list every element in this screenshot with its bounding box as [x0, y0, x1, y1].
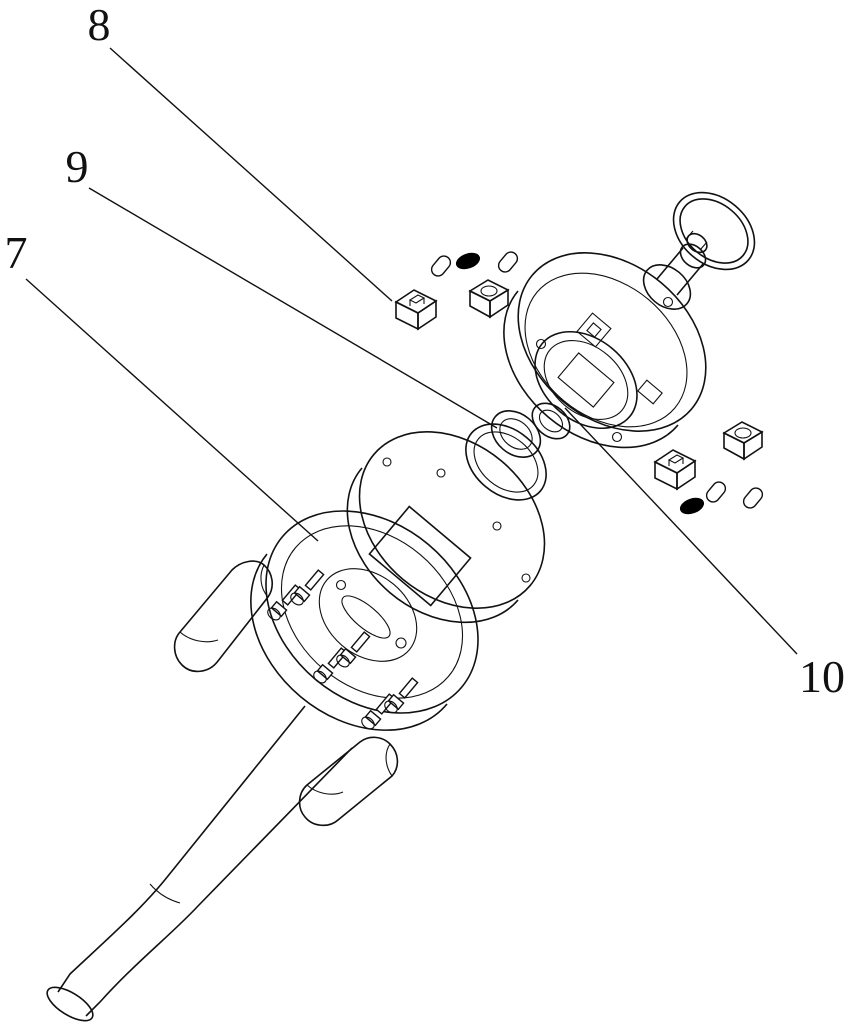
hardware-group-right — [653, 421, 764, 515]
stud-bolt — [384, 677, 419, 714]
seal-ring-10 — [531, 402, 571, 440]
ref-label-8: 8 — [88, 0, 111, 50]
reference-labels: 8 9 7 10 — [5, 0, 846, 702]
nut-block-holed — [468, 279, 510, 319]
leader-lines — [25, 47, 798, 655]
washer-ring-9 — [490, 410, 542, 458]
valve-stem-part — [642, 230, 708, 310]
handle-lever-part — [46, 705, 353, 1022]
sleeve-collar-part — [346, 423, 547, 624]
pin-cylinder — [705, 481, 727, 503]
bushing-half-upper — [173, 560, 273, 673]
pin-cylinder — [497, 251, 519, 273]
nut-block-8 — [394, 289, 438, 331]
leader-line-8 — [109, 47, 393, 302]
pin-cylinder — [742, 487, 764, 509]
rubber-seal — [679, 497, 705, 515]
nut-block-holed — [722, 421, 764, 461]
bushing-half-lower — [298, 736, 399, 827]
nut-block — [653, 449, 697, 491]
rubber-seal — [455, 252, 481, 270]
flange-studs — [267, 569, 419, 730]
leader-line-9 — [88, 187, 498, 429]
pin-cylinder — [430, 255, 452, 277]
o-ring-part — [672, 191, 756, 271]
stud-bolt — [336, 631, 371, 668]
ref-label-7: 7 — [5, 227, 28, 278]
valve-body-part — [503, 252, 707, 449]
stud-bolt — [290, 569, 325, 606]
ref-label-10: 10 — [799, 651, 845, 702]
hardware-group-top — [394, 251, 519, 331]
leader-line-10 — [564, 407, 798, 655]
leader-line-7 — [25, 278, 319, 542]
ref-label-9: 9 — [66, 141, 89, 192]
